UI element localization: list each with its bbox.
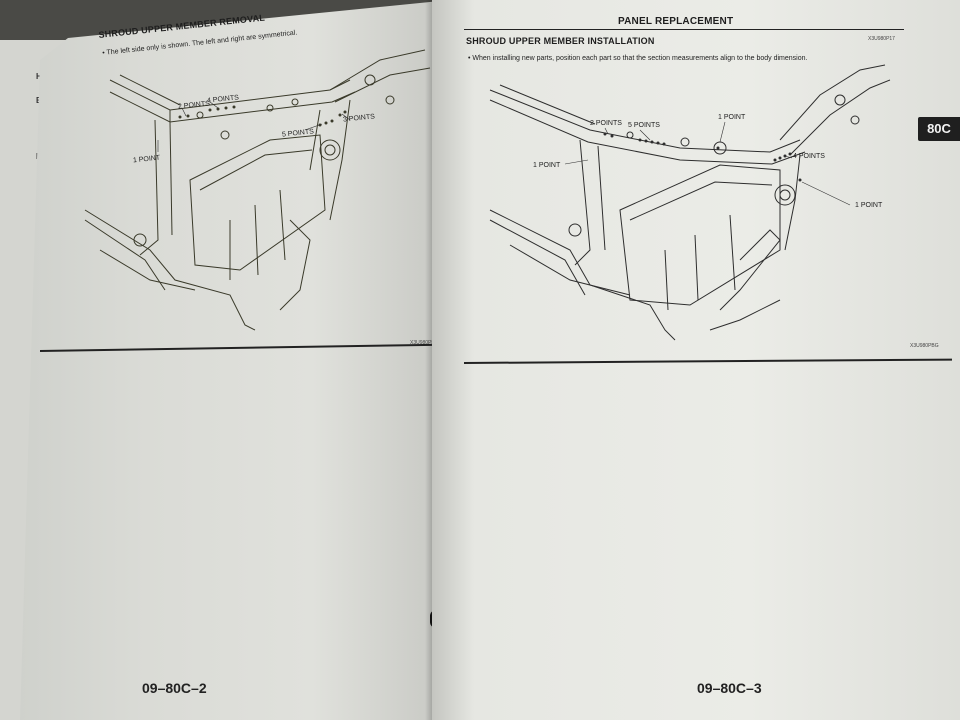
left-figure-code: X3U980PBG [410, 340, 439, 346]
left-page-number: 09–80C–2 [142, 680, 207, 696]
right-page-number: 09–80C–3 [697, 680, 762, 696]
header-rule [464, 29, 904, 30]
right-bullet-body: When installing new parts, position each… [472, 55, 808, 62]
running-header: PANEL REPLACEMENT [618, 16, 734, 27]
right-shroud-installation-diagram [489, 64, 891, 341]
right-callout-1-point-right: 1 POINT [855, 202, 883, 209]
right-callout-5-points: 5 POINTS [628, 122, 660, 129]
right-callout-2-points: 2 POINTS [590, 120, 622, 127]
right-callout-1-point-left: 1 POINT [533, 162, 561, 169]
section-tab-80c: 80C [918, 117, 960, 141]
right-ref-code: X3U980P17 [868, 36, 895, 42]
right-callout-1-point-top: 1 POINT [718, 114, 746, 121]
right-callout-4-points: 4 POINTS [793, 153, 825, 160]
left-shroud-removal-diagram [84, 49, 431, 331]
left-page [20, 0, 438, 720]
right-figure-code: X3U980PBG [910, 343, 939, 349]
right-section-title: SHROUD UPPER MEMBER INSTALLATION [466, 36, 655, 46]
right-bullet-text: • When installing new parts, position ea… [468, 55, 808, 62]
